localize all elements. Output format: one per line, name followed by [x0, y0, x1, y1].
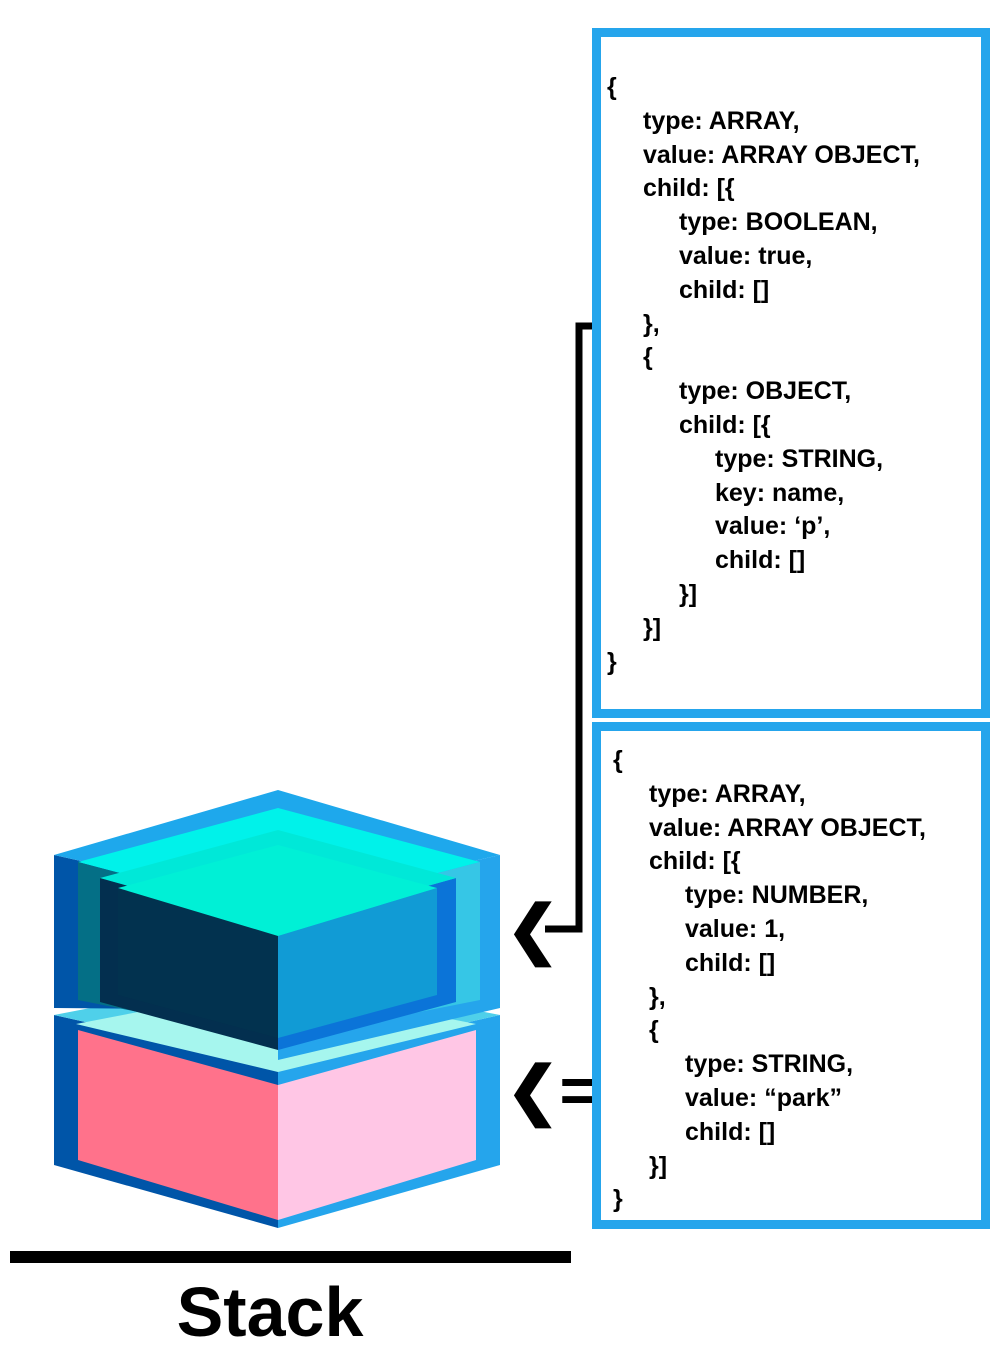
- code-line: {: [649, 1016, 659, 1045]
- code-line: child: []: [679, 275, 770, 304]
- code-line: type: ARRAY,: [643, 106, 800, 135]
- code-line: type: OBJECT,: [679, 377, 852, 406]
- top-element-code-box: { type: ARRAY, value: ARRAY OBJECT, child: …: [592, 28, 990, 718]
- code-line: child: [{: [679, 411, 771, 439]
- code-line: }]: [679, 580, 698, 608]
- code-line: value: ARRAY OBJECT,: [649, 813, 926, 842]
- code-line: child: [{: [649, 847, 741, 876]
- top-cube-core-right-face: [278, 888, 437, 1038]
- code-line: {: [607, 73, 617, 101]
- code-line: type: STRING,: [715, 444, 884, 473]
- push-arrow: ❮=: [506, 1054, 597, 1126]
- code-line: value: ARRAY OBJECT,: [643, 140, 920, 169]
- connector-line: [545, 322, 592, 933]
- code-line: type: NUMBER,: [685, 881, 869, 910]
- code-line: },: [649, 982, 666, 1011]
- code-line: }: [613, 1185, 623, 1214]
- code-line: {: [643, 343, 653, 372]
- stack-item-top: [54, 790, 500, 1060]
- peek-arrow: ❮: [506, 893, 560, 965]
- stack-base-line: [10, 1251, 571, 1263]
- code-line: type: ARRAY,: [649, 779, 806, 808]
- code-line: value: ‘p’,: [715, 512, 831, 541]
- top-cube-core-left-face: [118, 888, 278, 1038]
- code-line: child: []: [685, 1117, 776, 1146]
- bottom-cube-front: [78, 1030, 278, 1220]
- code-line: value: 1,: [685, 915, 786, 943]
- top-cube-core-top-face: [118, 845, 437, 936]
- code-line: child: []: [685, 948, 776, 977]
- code-line: key: name,: [715, 478, 845, 507]
- bottom-element-code-box: { type: ARRAY, value: ARRAY OBJECT, child: …: [592, 722, 990, 1229]
- bottom-cube-side: [278, 1030, 476, 1220]
- code-line: type: BOOLEAN,: [679, 208, 878, 237]
- code-line: }]: [643, 613, 662, 642]
- code-line: {: [613, 746, 623, 774]
- code-line: value: true,: [679, 242, 813, 270]
- code-line: child: []: [715, 546, 806, 575]
- code-line: },: [643, 309, 660, 338]
- code-line: child: [{: [643, 174, 735, 203]
- code-line: }]: [649, 1151, 668, 1180]
- stack-label: Stack: [176, 1273, 364, 1351]
- code-line: value: “park”: [685, 1084, 843, 1112]
- code-line: type: STRING,: [685, 1050, 854, 1079]
- code-line: }: [607, 647, 617, 676]
